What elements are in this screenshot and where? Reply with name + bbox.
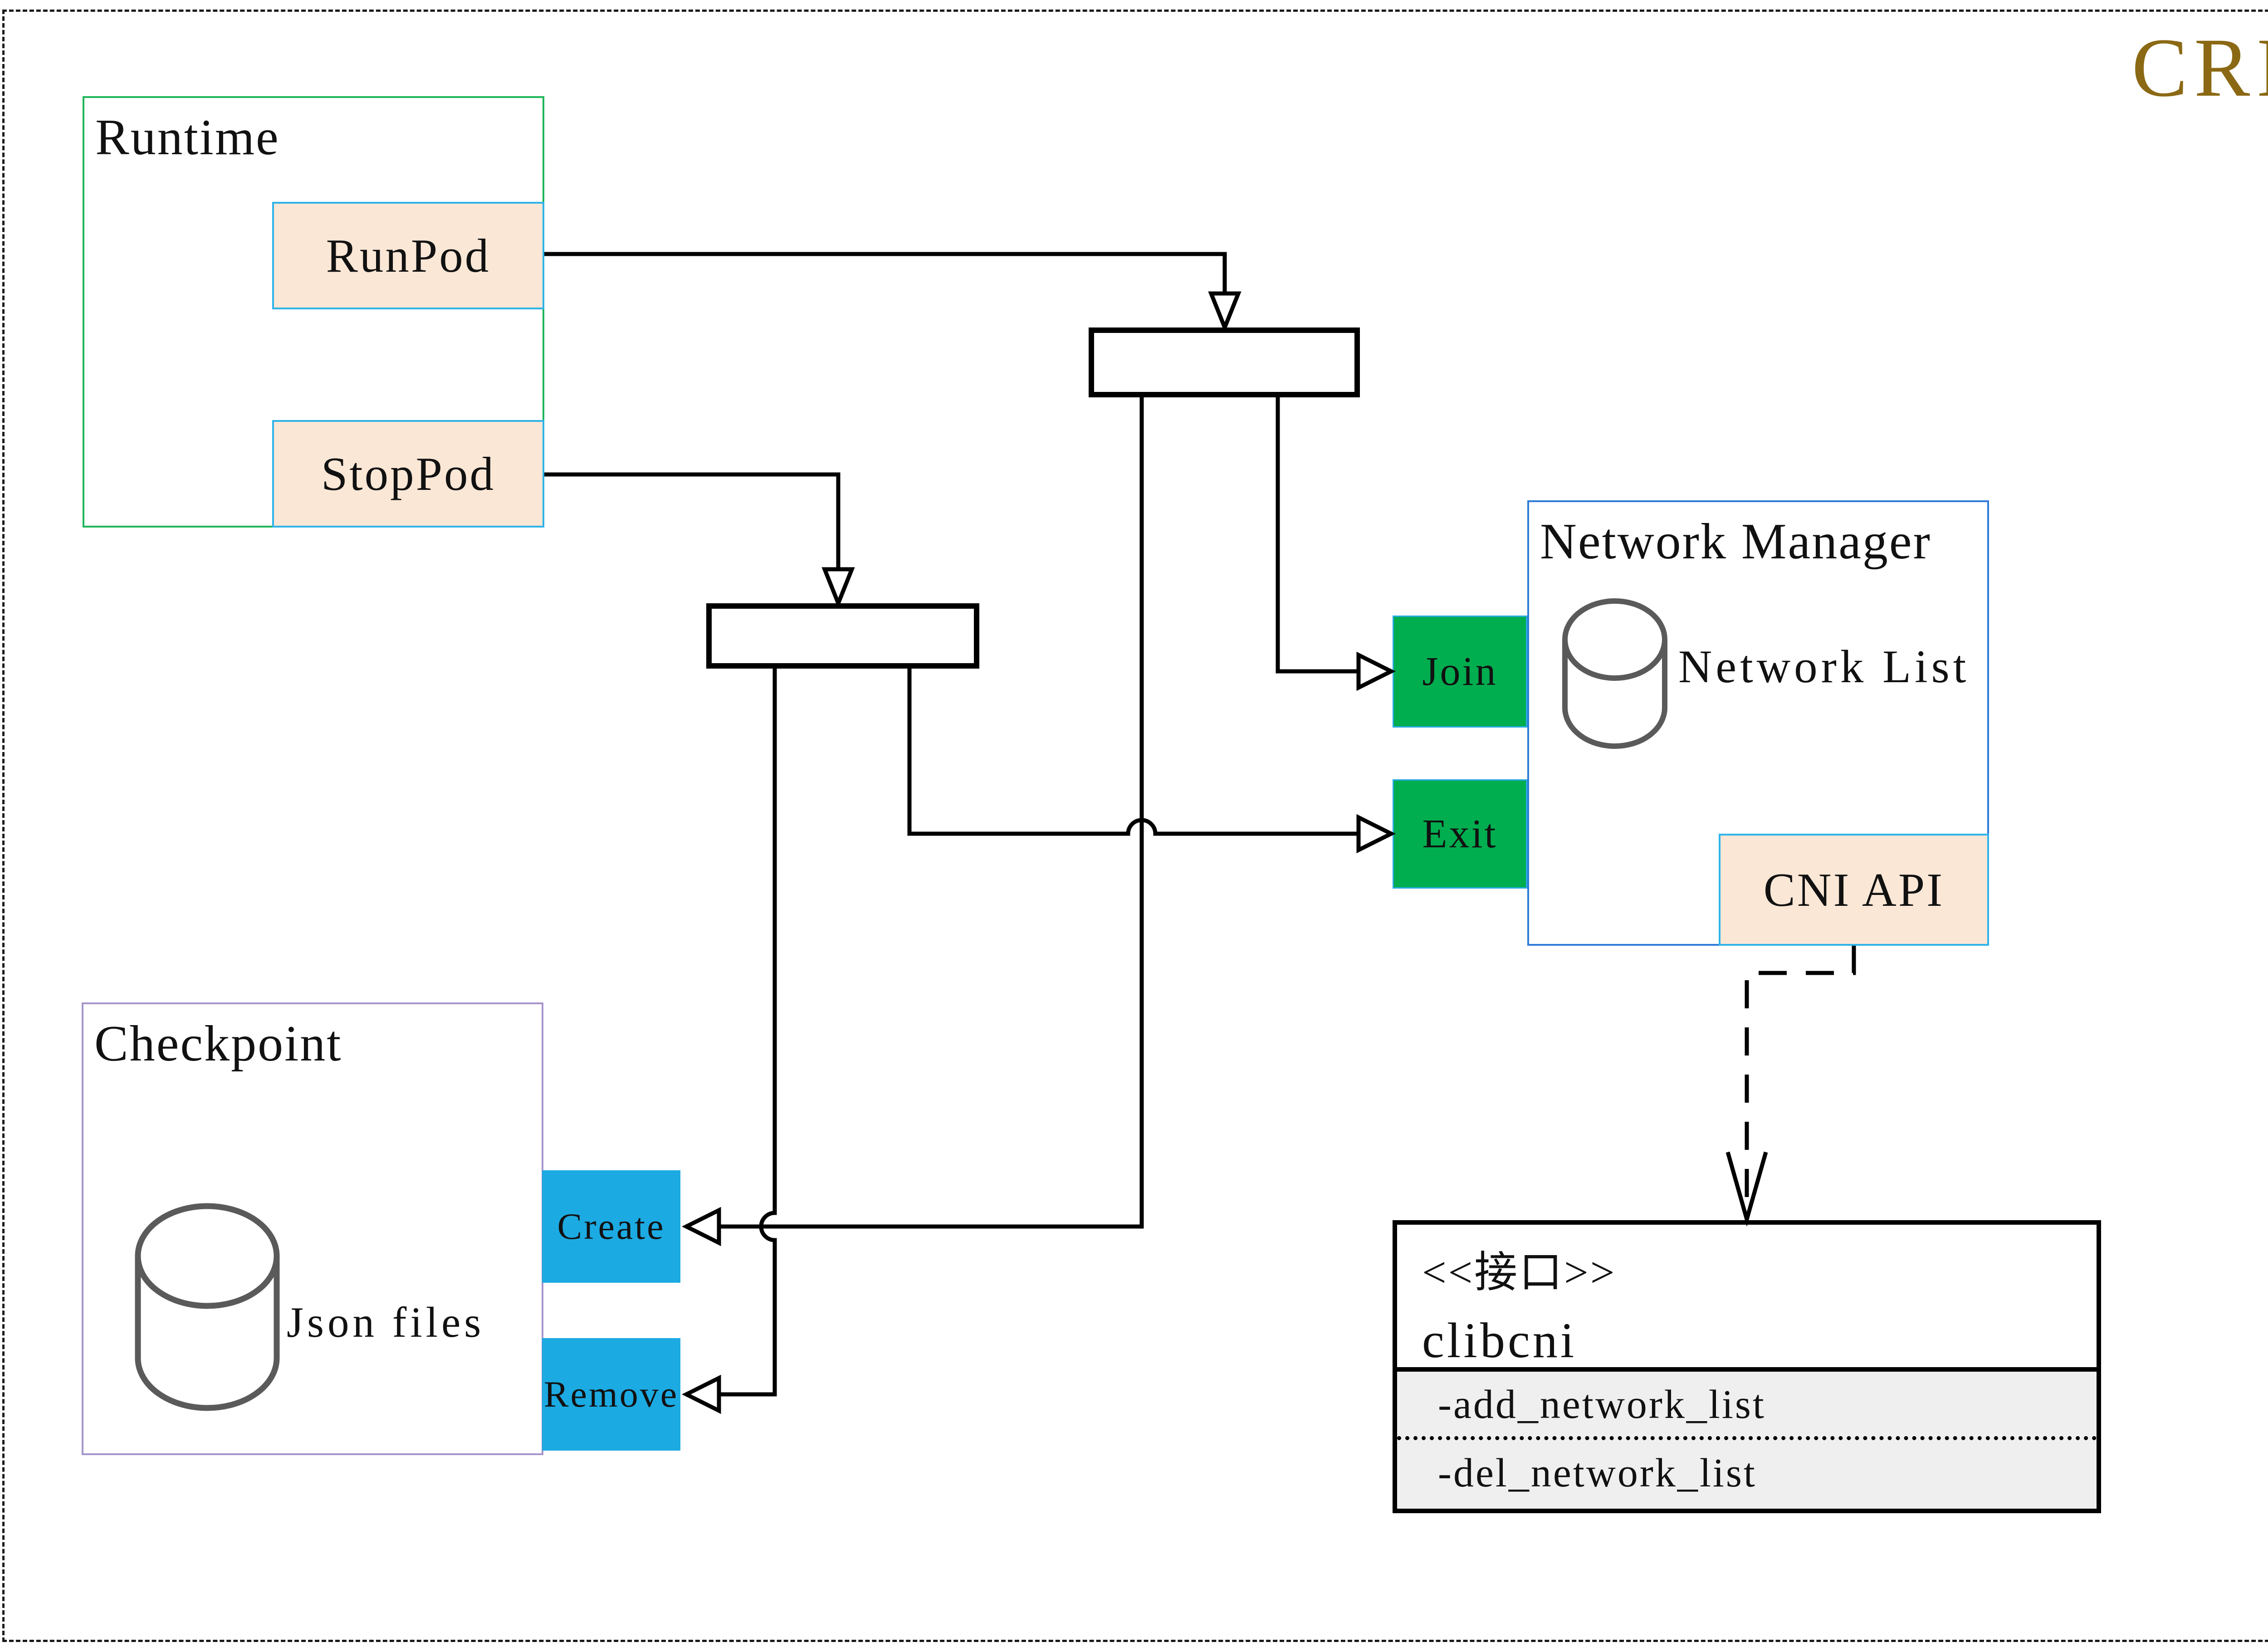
- runpod-button[interactable]: RunPod: [272, 202, 544, 309]
- create-button[interactable]: Create: [542, 1170, 680, 1283]
- arrowhead-left-icon: [681, 1374, 721, 1414]
- arrowhead-left-icon: [681, 1207, 721, 1246]
- junction-to-join-arrow: [1276, 397, 1396, 691]
- page-dashed-border: [2, 10, 2268, 1642]
- method-del-network-list: -del_network_list: [1438, 1451, 1757, 1495]
- interface-stereotype: <<接口>>: [1422, 1248, 1617, 1296]
- junction-to-exit-arrow: [907, 669, 1396, 854]
- method-add-network-list: -add_network_list: [1397, 1372, 2097, 1440]
- junction-to-remove-arrow: [681, 669, 777, 1414]
- arrowhead-right-icon: [1356, 814, 1396, 854]
- stoppod-button[interactable]: StopPod: [272, 420, 544, 528]
- cni-api-to-clibcni-dashed-arrow: [1725, 946, 1856, 1227]
- network-list-label: Network List: [1678, 641, 1970, 693]
- stoppod-to-junction-arrow: [544, 472, 855, 609]
- arrowhead-down-icon: [1208, 291, 1242, 333]
- network-manager-title: Network Manager: [1540, 513, 1931, 570]
- arrowhead-open-down-icon: [1725, 1151, 1768, 1227]
- cri-label: CRI: [2131, 21, 2268, 114]
- interface-name: clibcni: [1422, 1313, 1577, 1368]
- interface-methods-section: -add_network_list -del_network_list: [1397, 1367, 2097, 1509]
- junction-to-create-arrow: [681, 397, 1144, 1246]
- exit-button[interactable]: Exit: [1393, 779, 1527, 889]
- json-files-label: Json files: [287, 1298, 485, 1346]
- junction-box-stoppod: [706, 603, 979, 669]
- arrowhead-down-icon: [821, 567, 855, 609]
- junction-box-runpod: [1089, 327, 1360, 397]
- arrowhead-right-icon: [1356, 651, 1396, 691]
- runtime-title: Runtime: [95, 109, 280, 166]
- checkpoint-title: Checkpoint: [94, 1016, 342, 1072]
- network-list-database-icon: [1562, 598, 1667, 749]
- cni-api-button[interactable]: CNI API: [1719, 834, 1989, 946]
- join-button[interactable]: Join: [1393, 616, 1527, 728]
- remove-button[interactable]: Remove: [542, 1338, 680, 1451]
- runpod-to-junction-arrow: [544, 252, 1242, 333]
- json-files-database-icon: [135, 1203, 280, 1411]
